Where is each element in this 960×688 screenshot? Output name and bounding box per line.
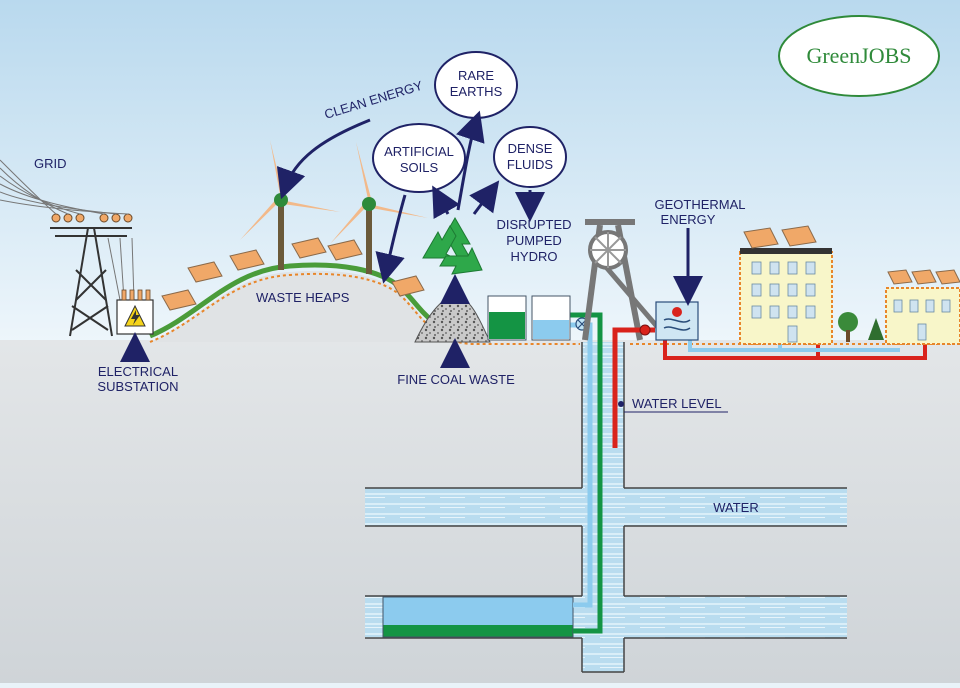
label-geothermal-1: GEOTHERMAL — [654, 197, 745, 212]
label-rare-earths-1: RARE — [458, 68, 494, 83]
headframe-wheel-spokes — [590, 232, 626, 268]
reservoir-tank-green-fill — [489, 312, 525, 339]
arrow-artificial-soils-to-hill — [375, 194, 407, 284]
hill-grass — [149, 262, 471, 339]
geothermal-valve-icon — [639, 324, 651, 336]
label-grid: GRID — [34, 156, 67, 171]
arrow-to-artificial-soils — [432, 185, 460, 220]
blue-pipe — [560, 322, 593, 608]
green-pipe — [560, 312, 603, 634]
arrow-to-rare-earths — [456, 110, 485, 211]
water-level-marker — [618, 401, 624, 407]
lower-reservoir-dense-fluid — [383, 625, 573, 637]
label-water: WATER — [713, 500, 759, 515]
label-disrupted-1: DISRUPTED — [496, 217, 571, 232]
dense-fluids-bubble — [493, 126, 567, 188]
label-geothermal-2: ENERGY — [661, 212, 716, 227]
label-artificial-soils-2: SOILS — [400, 160, 439, 175]
recycle-icon — [422, 216, 483, 275]
label-disrupted-2: PUMPED — [506, 233, 562, 248]
grid-power-lines — [0, 159, 135, 301]
upper-tunnel — [365, 488, 847, 526]
label-rare-earths-2: EARTHS — [450, 84, 503, 99]
greenjobs-logo-frame — [778, 15, 940, 97]
artificial-soils-bubble — [372, 123, 466, 193]
substation-insulators — [121, 289, 151, 301]
arrow-clean-energy — [276, 118, 371, 200]
label-dense-fluids-1: DENSE — [508, 141, 553, 156]
lower-reservoir-water — [383, 597, 573, 625]
label-fine-coal-waste: FINE COAL WASTE — [397, 372, 515, 387]
label-electrical-substation-1: ELECTRICAL — [98, 364, 178, 379]
label-disrupted-3: HYDRO — [511, 249, 558, 264]
hill-solar-panels — [161, 237, 425, 311]
office-building-right — [885, 287, 960, 345]
label-electrical-substation-2: SUBSTATION — [97, 379, 178, 394]
label-waste-heaps: WASTE HEAPS — [256, 290, 350, 305]
heat-exchanger-coil — [663, 318, 691, 331]
rooftop-solar-panels — [743, 225, 960, 285]
reservoir-tank-blue-fill — [533, 320, 569, 339]
office-building-large — [739, 248, 833, 345]
brand-logo-text: GreenJOBS — [806, 43, 911, 68]
arrow-to-dense-fluids — [469, 180, 500, 215]
label-artificial-soils-1: ARTIFICIAL — [384, 144, 454, 159]
wind-turbine-right — [330, 142, 428, 274]
lightning-bolt-icon — [131, 310, 140, 325]
lower-reservoir-frame — [382, 596, 574, 638]
tree-icon — [838, 312, 884, 342]
electricity-pylon — [50, 227, 132, 337]
label-water-level: WATER LEVEL — [632, 396, 722, 411]
heat-exchanger-coil-top — [672, 307, 682, 317]
label-dense-fluids-2: FLUIDS — [507, 157, 554, 172]
